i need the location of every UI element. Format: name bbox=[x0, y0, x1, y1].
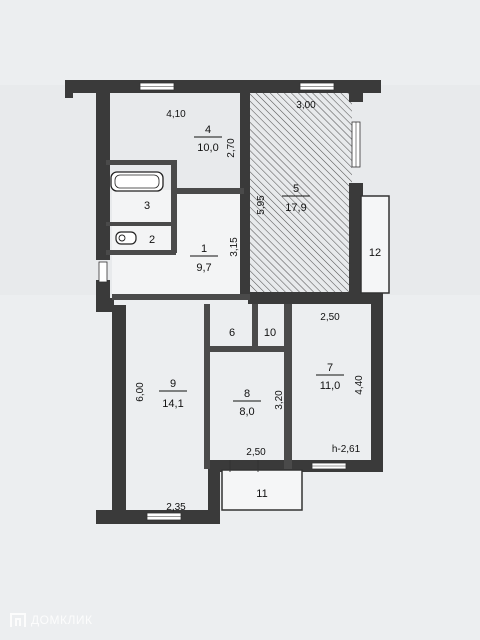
room-12-number: 12 bbox=[369, 247, 381, 259]
room-5-hatch bbox=[248, 92, 352, 292]
room-4-area: 10,0 bbox=[197, 142, 218, 154]
toilet-icon bbox=[115, 231, 137, 245]
house-icon bbox=[10, 613, 26, 627]
room-10-number: 10 bbox=[264, 327, 276, 339]
room-1-number: 1 bbox=[201, 243, 207, 255]
balcony-12 bbox=[360, 195, 390, 294]
dim-room5-width: 3,00 bbox=[296, 100, 316, 111]
dimension-labels: 4,10 3,00 2,35 2,50 2,50 h-2,61 2,70 5,9… bbox=[135, 100, 365, 513]
room-8-number: 8 bbox=[244, 388, 250, 400]
room-6-number: 6 bbox=[229, 327, 235, 339]
dim-room8-width: 2,50 bbox=[246, 447, 266, 458]
room-5-area: 17,9 bbox=[285, 202, 306, 214]
inner-walls bbox=[106, 160, 292, 469]
dim-room5-depth: 5,95 bbox=[256, 195, 267, 215]
watermark: ДОМКЛИК bbox=[10, 613, 92, 627]
bathtub-icon bbox=[110, 171, 164, 192]
loggia-11 bbox=[221, 469, 303, 511]
room-2-number: 2 bbox=[149, 234, 155, 246]
watermark-text: ДОМКЛИК bbox=[31, 613, 93, 627]
dim-room7-depth: 4,40 bbox=[354, 375, 365, 395]
dim-ceiling-height: h-2,61 bbox=[332, 444, 361, 455]
dim-room4-depth: 2,70 bbox=[226, 138, 237, 158]
dim-room4-width: 4,10 bbox=[166, 109, 186, 120]
dim-room9-depth: 6,00 bbox=[135, 382, 146, 402]
room-8-area: 8,0 bbox=[239, 406, 254, 418]
room-3-number: 3 bbox=[144, 200, 150, 212]
room-5-number: 5 bbox=[293, 183, 299, 195]
room-11-number: 11 bbox=[256, 488, 267, 500]
room-7-area: 11,0 bbox=[320, 380, 341, 392]
room-1-area: 9,7 bbox=[196, 262, 211, 274]
dim-room7-width: 2,50 bbox=[320, 312, 340, 323]
door-marks bbox=[229, 460, 259, 472]
window-lines bbox=[140, 86, 357, 517]
room-labels: 4 10,0 5 17,9 3 2 1 9,7 12 6 10 9 14,1 8… bbox=[144, 124, 381, 500]
room-9-area: 14,1 bbox=[162, 398, 183, 410]
room-7-number: 7 bbox=[327, 362, 333, 374]
dim-room9-width: 2,35 bbox=[166, 502, 186, 513]
room-4-number: 4 bbox=[205, 124, 211, 136]
room-9-number: 9 bbox=[170, 378, 176, 390]
dim-room1-depth: 3,15 bbox=[229, 237, 240, 257]
dim-room8-depth: 3,20 bbox=[274, 390, 285, 410]
